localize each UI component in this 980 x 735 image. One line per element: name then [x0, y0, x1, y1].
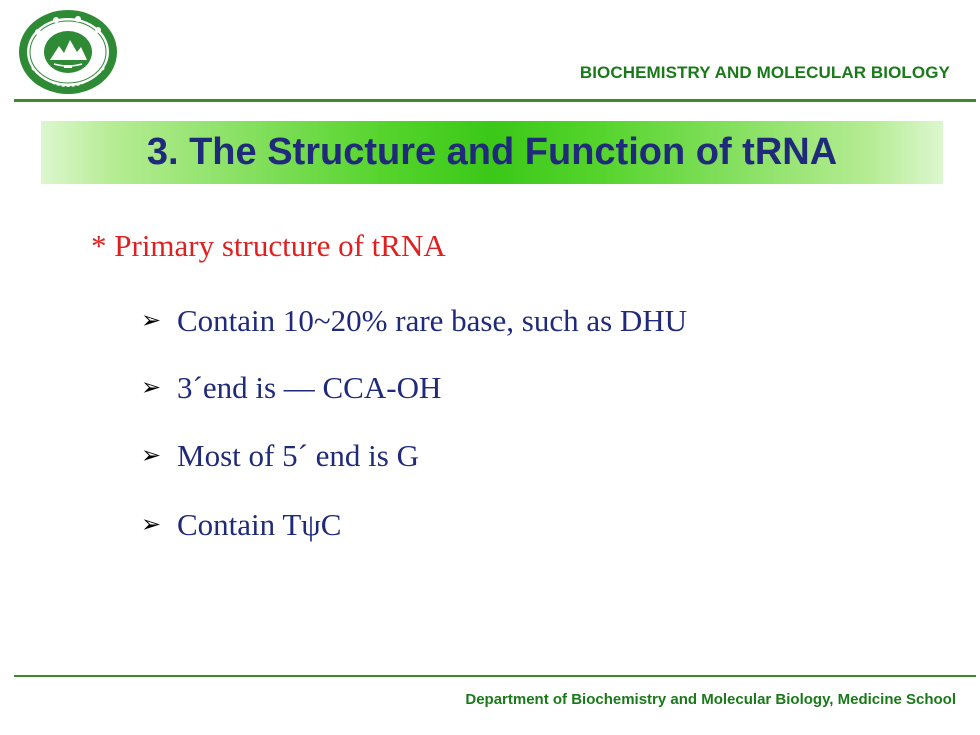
arrow-bullet-icon: ➢: [141, 512, 162, 538]
title-band: [41, 121, 943, 184]
slide-title: 3. The Structure and Function of tRNA: [146, 131, 838, 173]
bullet-item: ➢ Contain TψC: [141, 507, 341, 543]
bullet-item: ➢ 3´end is — CCA-OH: [141, 370, 441, 406]
section-heading: * Primary structure of tRNA: [91, 228, 446, 263]
arrow-bullet-icon: ➢: [141, 308, 162, 334]
arrow-bullet-icon: ➢: [141, 375, 162, 401]
footer-department: Department of Biochemistry and Molecular…: [465, 691, 956, 708]
footer-divider: [14, 675, 976, 677]
arrow-bullet-icon: ➢: [141, 443, 162, 469]
bullet-text: Contain 10~20% rare base, such as DHU: [177, 303, 688, 338]
university-logo: [19, 10, 117, 94]
course-title: BIOCHEMISTRY AND MOLECULAR BIOLOGY: [579, 63, 950, 82]
bullet-text: 3´end is — CCA-OH: [177, 370, 442, 405]
bullet-item: ➢ Most of 5´ end is G: [141, 438, 419, 474]
bullet-text: Most of 5´ end is G: [177, 438, 419, 473]
bullet-item: ➢ Contain 10~20% rare base, such as DHU: [141, 303, 687, 339]
header-divider: [14, 99, 976, 102]
bullet-text: Contain TψC: [177, 507, 342, 542]
